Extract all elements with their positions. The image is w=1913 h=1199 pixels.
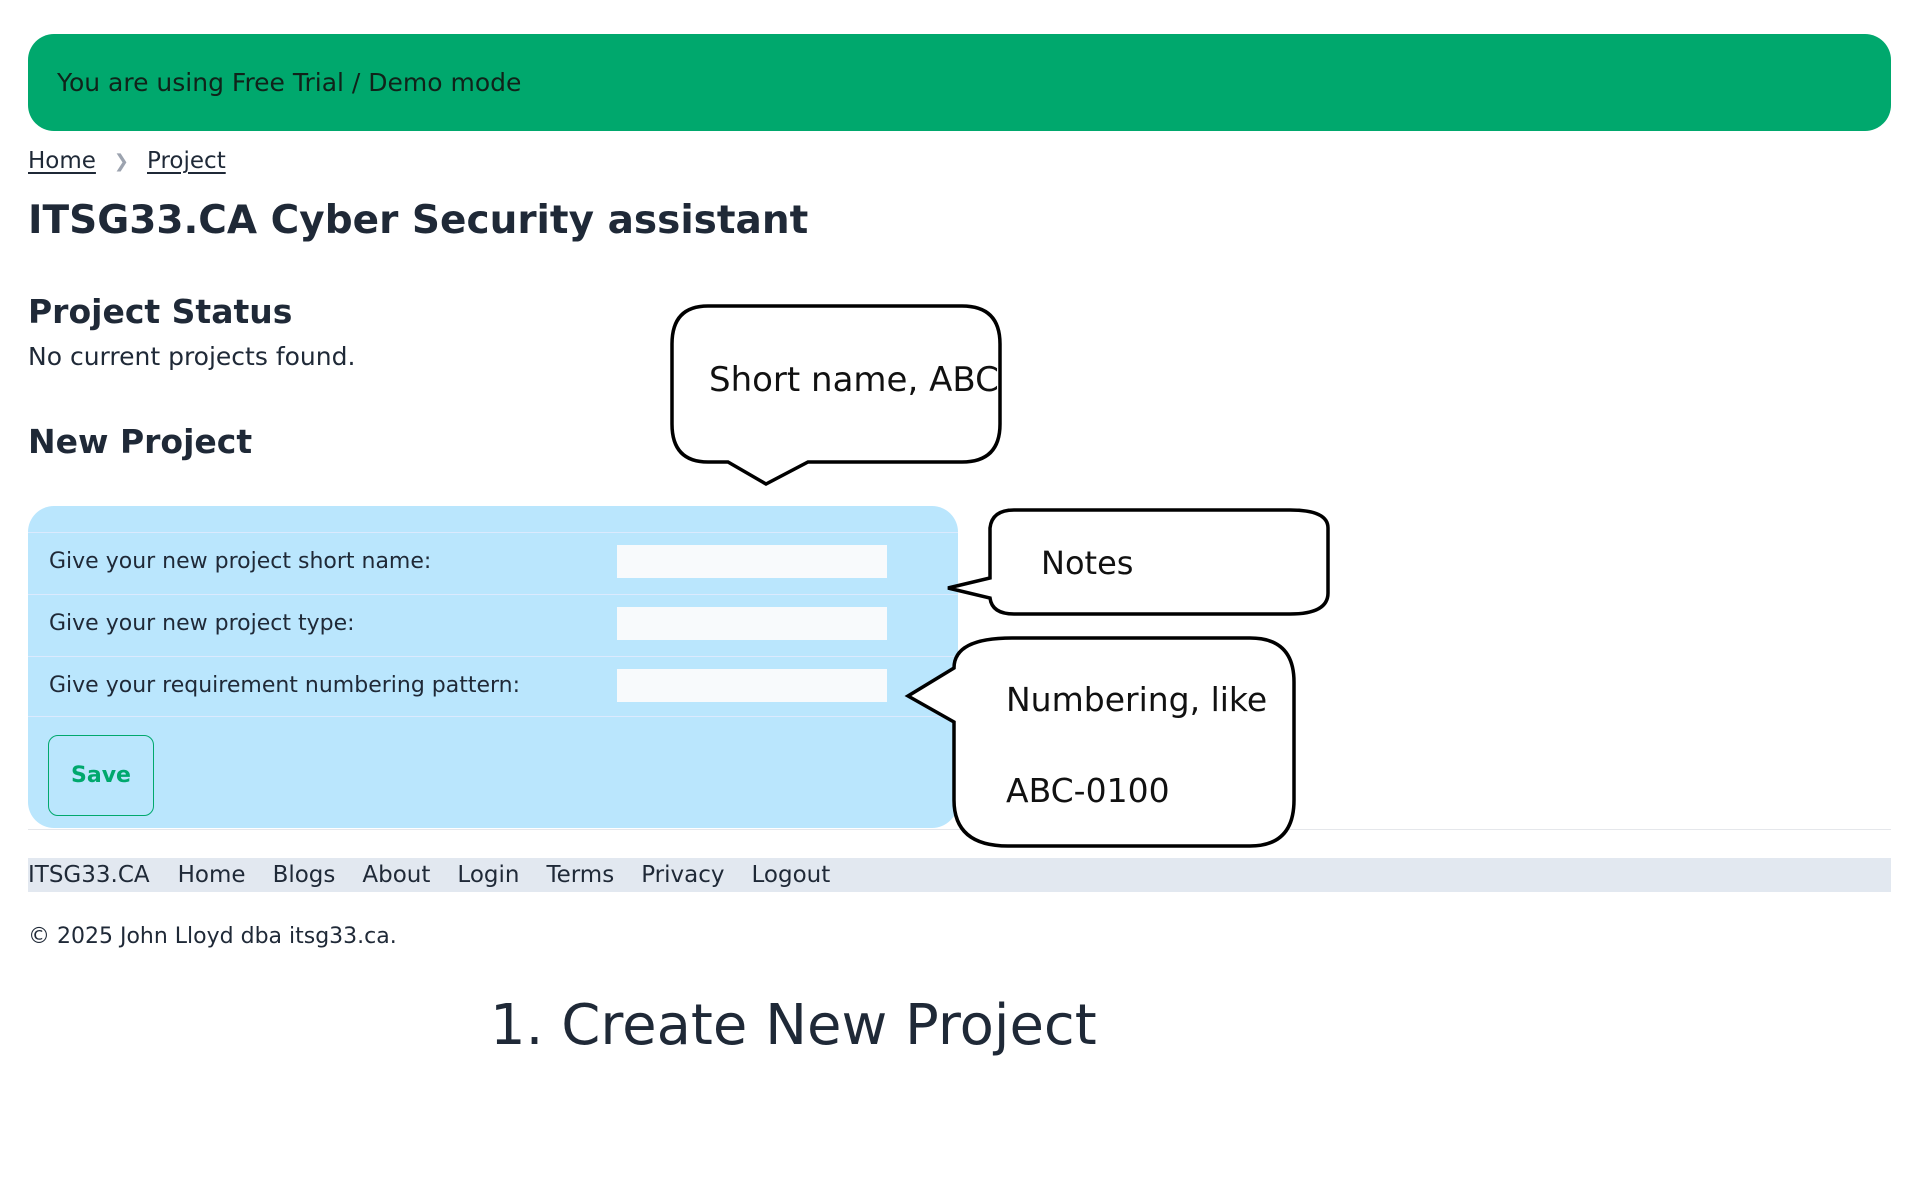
numbering-pattern-input[interactable] [617, 669, 887, 702]
new-project-form: Give your new project short name: Give y… [28, 506, 958, 828]
footer-link-about[interactable]: About [362, 862, 431, 888]
numbering-pattern-row: Give your requirement numbering pattern: [28, 656, 958, 717]
new-project-heading: New Project [28, 422, 253, 461]
save-button[interactable]: Save [48, 735, 154, 816]
short-name-label: Give your new project short name: [49, 549, 432, 574]
short-name-callout-text: Short name, ABC [709, 360, 999, 400]
numbering-callout-text-line2: ABC-0100 [1006, 771, 1170, 810]
chevron-right-icon: ❯ [113, 150, 130, 172]
numbering-pattern-label: Give your requirement numbering pattern: [49, 673, 521, 698]
breadcrumb-project-link[interactable]: Project [147, 148, 226, 174]
breadcrumb: Home ❯ Project [28, 148, 226, 174]
project-type-input[interactable] [617, 607, 887, 640]
footer-link-terms[interactable]: Terms [546, 862, 615, 888]
footer-link-login[interactable]: Login [457, 862, 520, 888]
notes-callout-text: Notes [1041, 544, 1133, 582]
demo-mode-banner: You are using Free Trial / Demo mode [28, 34, 1891, 131]
short-name-input[interactable] [617, 545, 887, 578]
numbering-callout: Numbering, like ABC-0100 [904, 636, 1296, 848]
footer-nav: ITSG33.CA Home Blogs About Login Terms P… [28, 858, 1891, 892]
footer-link-itsg33[interactable]: ITSG33.CA [28, 862, 150, 888]
footer-divider [28, 829, 1891, 830]
copyright-text: © 2025 John Lloyd dba itsg33.ca. [28, 924, 397, 949]
footer-link-logout[interactable]: Logout [751, 862, 831, 888]
project-status-heading: Project Status [28, 292, 293, 331]
breadcrumb-home-link[interactable]: Home [28, 148, 96, 174]
short-name-row: Give your new project short name: [28, 532, 958, 593]
project-status-text: No current projects found. [28, 342, 356, 371]
page-title: ITSG33.CA Cyber Security assistant [28, 198, 809, 243]
notes-callout: Notes [947, 508, 1330, 616]
footer-link-privacy[interactable]: Privacy [641, 862, 725, 888]
figure-caption: 1. Create New Project [490, 993, 1097, 1058]
project-type-row: Give your new project type: [28, 594, 958, 655]
numbering-callout-text-line1: Numbering, like [1006, 680, 1267, 719]
footer-link-blogs[interactable]: Blogs [272, 862, 336, 888]
short-name-callout: Short name, ABC [670, 304, 1002, 486]
demo-mode-text: You are using Free Trial / Demo mode [57, 68, 522, 97]
project-type-label: Give your new project type: [49, 611, 355, 636]
footer-link-home[interactable]: Home [177, 862, 246, 888]
